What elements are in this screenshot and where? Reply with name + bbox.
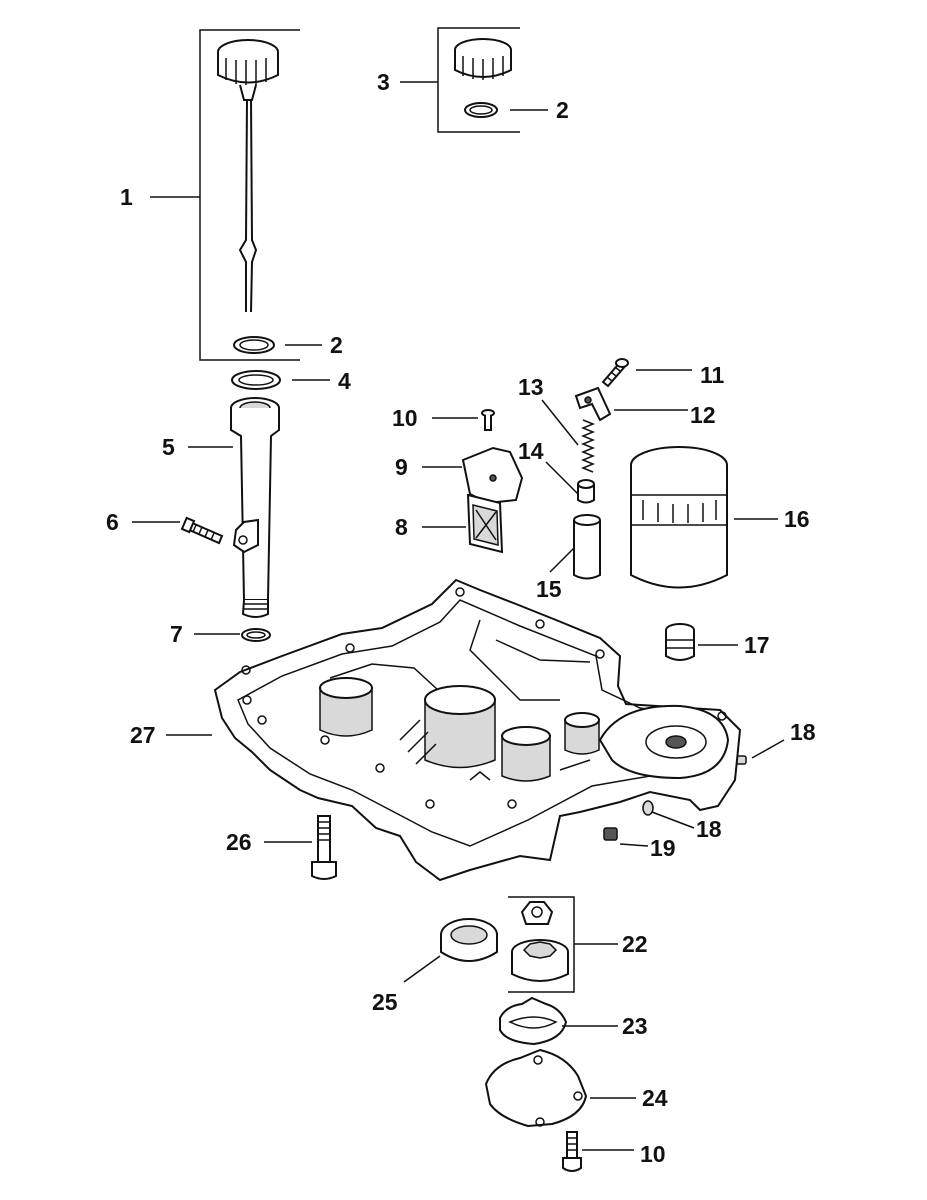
- callout-3: 3: [377, 69, 390, 95]
- callout-10-bottom: 10: [640, 1141, 666, 1167]
- callout-14: 14: [518, 438, 544, 464]
- callout-19: 19: [650, 835, 676, 861]
- callout-18-right: 18: [790, 719, 816, 745]
- callout-2-cap: 2: [556, 97, 569, 123]
- callout-labels: 1 2 3 2 4 5 6 7 8 9 10 11 12 13 14 15 16…: [106, 69, 816, 1167]
- callout-5: 5: [162, 434, 175, 460]
- baffle-9-part: [461, 446, 524, 505]
- cap-o-ring-part: [464, 102, 498, 118]
- callout-13: 13: [518, 374, 544, 400]
- dipstick-assembly-bracket: [199, 29, 300, 361]
- dipstick-part: [217, 39, 279, 313]
- o-ring-part: [233, 336, 275, 354]
- callout-9: 9: [395, 454, 408, 480]
- adapter-17-part: [665, 623, 695, 661]
- cap-assembly-bracket: [437, 27, 520, 133]
- oil-filter-part: [630, 446, 728, 589]
- callout-24: 24: [642, 1085, 668, 1111]
- plug-18-lower-part: [642, 800, 654, 816]
- gasket-part: [499, 996, 568, 1046]
- callout-6: 6: [106, 509, 119, 535]
- fill-tube-part: [230, 397, 280, 618]
- callout-2-dipstick: 2: [330, 332, 343, 358]
- bolt-26-part: [311, 815, 337, 880]
- callout-26: 26: [226, 829, 252, 855]
- callout-1: 1: [120, 184, 133, 210]
- callout-12: 12: [690, 402, 716, 428]
- callout-27: 27: [130, 722, 156, 748]
- callout-10-top: 10: [392, 405, 418, 431]
- callout-4: 4: [338, 368, 351, 394]
- oil-pan-part: [213, 578, 742, 882]
- pin-14-part: [577, 479, 595, 504]
- bolt-11-part: [601, 358, 629, 388]
- callout-25: 25: [372, 989, 398, 1015]
- pump-rotor-outer-part: [511, 939, 569, 982]
- leader-lines: [132, 81, 785, 1151]
- pump-rotor-inner-part: [520, 901, 554, 925]
- bracket-12-part: [574, 386, 612, 422]
- oil-seal-part: [440, 918, 498, 962]
- callout-7: 7: [170, 621, 183, 647]
- o-ring-4-part: [231, 370, 281, 390]
- callout-23: 23: [622, 1013, 648, 1039]
- callout-11: 11: [700, 362, 725, 388]
- callout-22: 22: [622, 931, 648, 957]
- callout-15: 15: [536, 576, 562, 602]
- callout-8: 8: [395, 514, 408, 540]
- screw-6-part: [180, 516, 224, 545]
- callout-17: 17: [744, 632, 770, 658]
- spring-13-part: [580, 419, 596, 473]
- callout-18-lower: 18: [696, 816, 722, 842]
- screw-10-bottom-part: [562, 1131, 582, 1172]
- plug-19-part: [603, 827, 618, 841]
- valve-15-part: [573, 514, 601, 580]
- filler-cap-part: [454, 38, 512, 80]
- screw-10-top-part: [481, 409, 495, 431]
- pump-cover-part: [484, 1048, 588, 1128]
- callout-16: 16: [784, 506, 810, 532]
- screen-8-part: [466, 493, 504, 554]
- o-ring-7-part: [241, 628, 271, 642]
